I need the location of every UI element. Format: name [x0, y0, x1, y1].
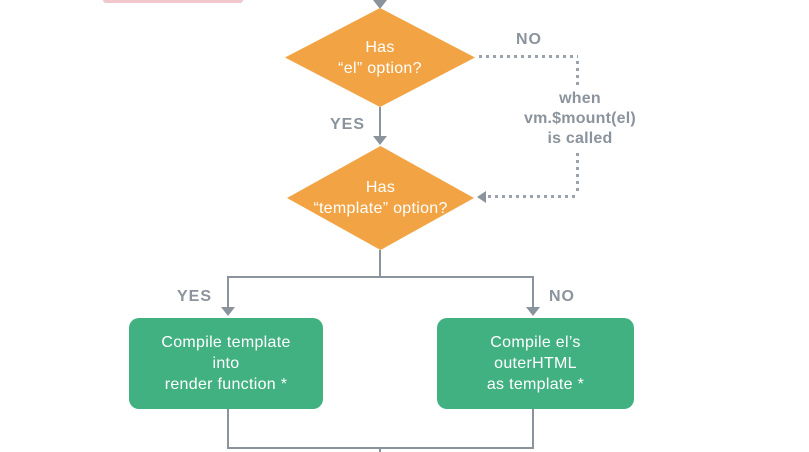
decision-text: “el” option? [338, 59, 422, 77]
dotted-connector-no-v1 [576, 61, 579, 87]
connector-merge-stem [379, 448, 381, 452]
label-no-top: NO [516, 31, 542, 48]
decision-has-el-option: Has “el” option? [285, 8, 475, 107]
dotted-connector-no-h1 [479, 55, 578, 58]
label-yes-bottom: YES [177, 288, 213, 305]
arrowhead-down-icon [526, 307, 540, 316]
arrowhead-down-icon [373, 136, 387, 145]
arrowhead-left-icon [477, 191, 486, 203]
decision-text: Has [365, 38, 395, 56]
process-compile-template-box: Compile template into render function * [129, 318, 323, 409]
connector-branch-horizontal [227, 276, 534, 278]
decision-has-template-option: Has “template” option? [287, 146, 474, 250]
connector-merge-right-vertical [532, 409, 534, 449]
connector-branch-right-vertical [532, 276, 534, 308]
connector-branch-stem [379, 250, 381, 277]
arrowhead-down-icon [373, 0, 387, 9]
arrowhead-down-icon [221, 307, 235, 316]
decision-text: “template” option? [313, 200, 448, 217]
dotted-connector-no-h2 [488, 195, 577, 198]
label-yes-top: YES [330, 116, 366, 133]
connector-merge-left-vertical [227, 409, 229, 449]
label-no-bottom: NO [549, 288, 575, 305]
decision-text: Has [365, 179, 396, 196]
note-when-mount-called: when vm.$mount(el) is called [524, 90, 636, 147]
process-compile-el-outerhtml-box: Compile el’s outerHTML as template * [437, 318, 634, 409]
red-box-bottom-edge [103, 0, 243, 3]
dotted-connector-no-v2 [576, 153, 579, 193]
connector-yes-vertical [379, 107, 381, 137]
connector-branch-left-vertical [227, 276, 229, 308]
